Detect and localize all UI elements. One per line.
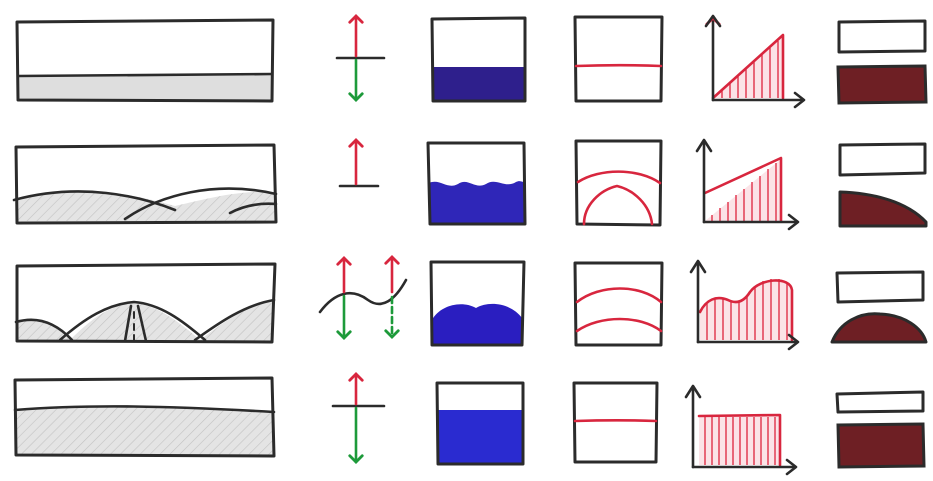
- block-panel-sloped: [840, 144, 926, 226]
- terrain-panel-flat: [15, 378, 274, 456]
- terrain-panel-hills-road: [16, 264, 275, 342]
- row-2: [14, 140, 926, 229]
- water-fill: [429, 181, 525, 224]
- section-panel-flat: [574, 383, 657, 462]
- row-1: [17, 16, 926, 107]
- terrain-panel-dunes: [14, 145, 276, 223]
- water-panel-mound: [431, 262, 524, 345]
- block-panel-mound: [832, 272, 926, 342]
- up-arrow: [340, 140, 378, 186]
- up-down-arrows: [333, 374, 384, 462]
- section-panel-arches: [575, 263, 662, 345]
- water-fill: [432, 304, 523, 345]
- double-wave-arrows: [320, 257, 406, 338]
- block-panel-flat: [838, 21, 926, 103]
- section-panel-double-arch: [576, 141, 661, 225]
- graph-ramp: [706, 16, 804, 107]
- graph-ramp: [697, 140, 798, 229]
- up-down-arrows: [337, 16, 384, 100]
- row-3: [16, 257, 926, 349]
- water-panel-flat: [437, 383, 523, 464]
- terrain-panel-flat: [17, 20, 273, 101]
- water-panel-flat: [432, 18, 525, 101]
- row-4: [15, 374, 924, 474]
- graph-block: [686, 386, 796, 474]
- water-fill: [433, 67, 524, 101]
- block-panel-flat: [837, 392, 924, 467]
- graph-humps: [691, 261, 798, 349]
- section-panel-flat: [575, 17, 662, 101]
- water-fill: [438, 410, 523, 463]
- water-panel-wavy: [428, 143, 525, 224]
